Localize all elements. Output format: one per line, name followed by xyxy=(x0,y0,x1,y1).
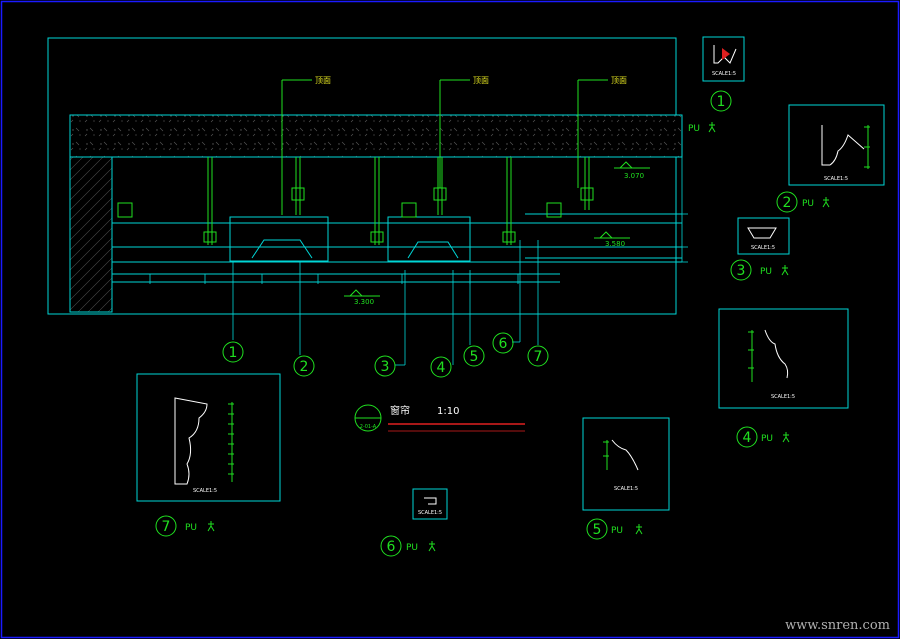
elevation-3: 3.300 xyxy=(354,298,374,306)
leader-label-1: 顶面 xyxy=(315,76,331,85)
detail-num-3: 3 xyxy=(737,263,746,279)
detail-scale-4: SCALE1:5 xyxy=(771,394,795,400)
detail-box-1 xyxy=(702,36,745,82)
detail-material-6: PU xyxy=(406,543,418,553)
elevation-1: 3.070 xyxy=(624,172,644,180)
leader-label-2: 顶面 xyxy=(473,76,489,85)
balloon-4-num: 4 xyxy=(437,360,446,376)
elevation-2: 3.580 xyxy=(605,240,625,248)
detail-scale-2: SCALE1:5 xyxy=(824,176,848,182)
balloon-5-num: 5 xyxy=(470,349,479,365)
balloon-3 xyxy=(374,355,396,377)
balloon-6-num: 6 xyxy=(499,336,508,352)
detail-num-5: 5 xyxy=(593,522,602,538)
balloon-7-num: 7 xyxy=(534,349,543,365)
title-badge-code: 2-01-A xyxy=(360,424,377,430)
title-name: 窗帘 xyxy=(390,404,410,417)
balloon-7 xyxy=(527,345,549,367)
profile-2 xyxy=(821,125,865,166)
balloon-2 xyxy=(293,355,315,377)
leader-label-3: 顶面 xyxy=(611,76,627,85)
detail-scale-5: SCALE1:5 xyxy=(614,486,638,492)
concrete-slab xyxy=(69,114,683,158)
detail-material-1: PU xyxy=(688,124,700,134)
detail-box-5 xyxy=(582,417,670,511)
detail-material-4: PU xyxy=(761,434,773,444)
title-scale: 1:10 xyxy=(437,406,459,417)
detail-num-7: 7 xyxy=(162,519,171,535)
detail-scale-3: SCALE1:5 xyxy=(751,245,775,251)
balloon-1-num: 1 xyxy=(229,345,238,361)
balloon-3-num: 3 xyxy=(381,359,390,375)
detail-box-6 xyxy=(412,488,448,520)
detail-scale-1: SCALE1:5 xyxy=(712,71,736,77)
detail-num-6: 6 xyxy=(387,539,396,555)
profile-1 xyxy=(713,45,737,64)
profile-3 xyxy=(747,227,777,239)
balloon-2-num: 2 xyxy=(300,359,309,375)
detail-material-2: PU xyxy=(802,199,814,209)
balloon-4 xyxy=(430,356,452,378)
detail-box-2 xyxy=(788,104,885,186)
detail-num-4: 4 xyxy=(743,430,752,446)
detail-num-2: 2 xyxy=(783,195,792,211)
profile-5 xyxy=(611,439,639,471)
title-block: 2-01-A 窗帘 1:10 xyxy=(354,404,525,432)
balloon-6 xyxy=(492,332,514,354)
detail-material-7: PU xyxy=(185,523,197,533)
balloon-5 xyxy=(463,345,485,367)
detail-material-5: PU xyxy=(611,526,623,536)
detail-box-7 xyxy=(136,373,281,502)
profile-6 xyxy=(424,497,437,505)
profile-4 xyxy=(764,329,789,379)
detail-box-3 xyxy=(737,217,790,255)
balloon-1 xyxy=(222,341,244,363)
watermark: www.snren.com xyxy=(785,618,890,633)
profile-7 xyxy=(174,397,208,485)
detail-box-4 xyxy=(718,308,849,409)
section-drawing xyxy=(47,37,688,366)
hanger-rods xyxy=(117,79,650,297)
detail-material-3: PU xyxy=(760,267,772,277)
left-wall xyxy=(69,156,113,313)
detail-scale-6: SCALE1:5 xyxy=(418,510,442,516)
detail-num-1: 1 xyxy=(717,94,726,110)
detail-scale-7: SCALE1:5 xyxy=(193,488,217,494)
